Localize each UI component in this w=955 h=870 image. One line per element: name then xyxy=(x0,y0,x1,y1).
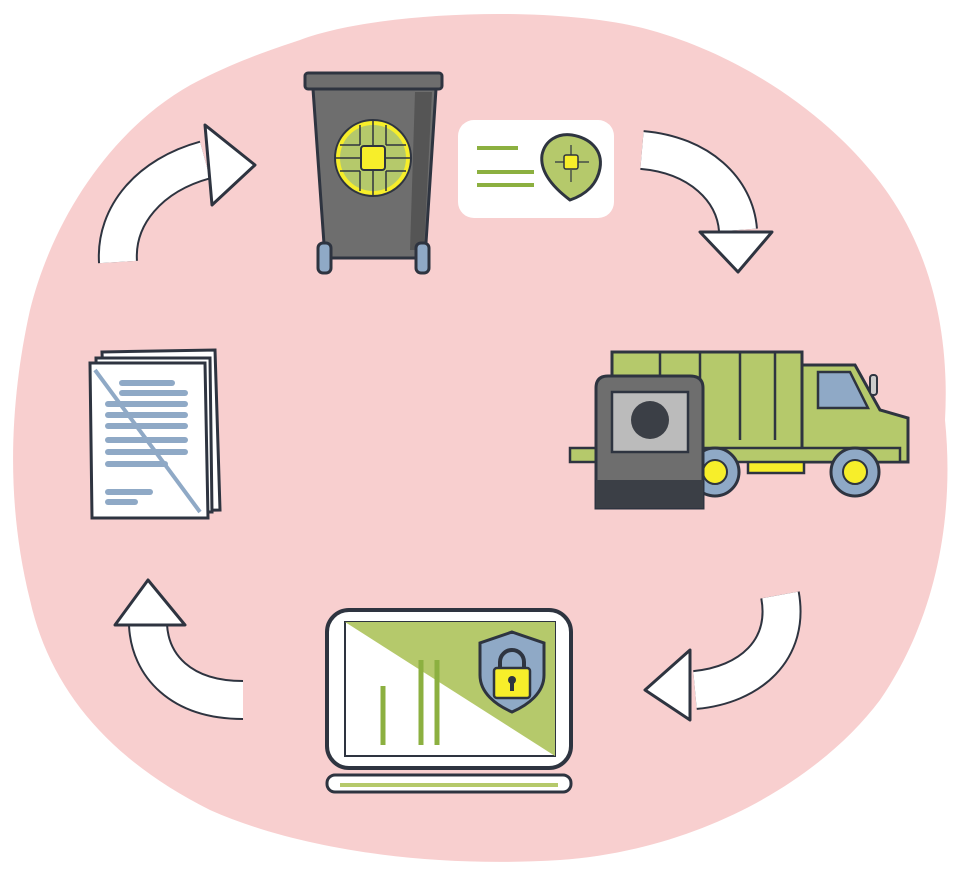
arrow-truck-to-dashboard xyxy=(643,591,802,722)
background-blob xyxy=(13,13,948,862)
arrow-report-to-bin xyxy=(97,123,257,264)
garbage-truck-icon xyxy=(568,350,910,510)
smart-trash-bin-icon xyxy=(303,71,444,275)
document-icon xyxy=(88,348,222,520)
arrow-dashboard-to-report xyxy=(113,578,244,720)
chip-tag-icon xyxy=(458,120,614,218)
arrow-bin-to-truck xyxy=(639,130,774,274)
laptop-secure-chart-icon xyxy=(325,608,573,794)
